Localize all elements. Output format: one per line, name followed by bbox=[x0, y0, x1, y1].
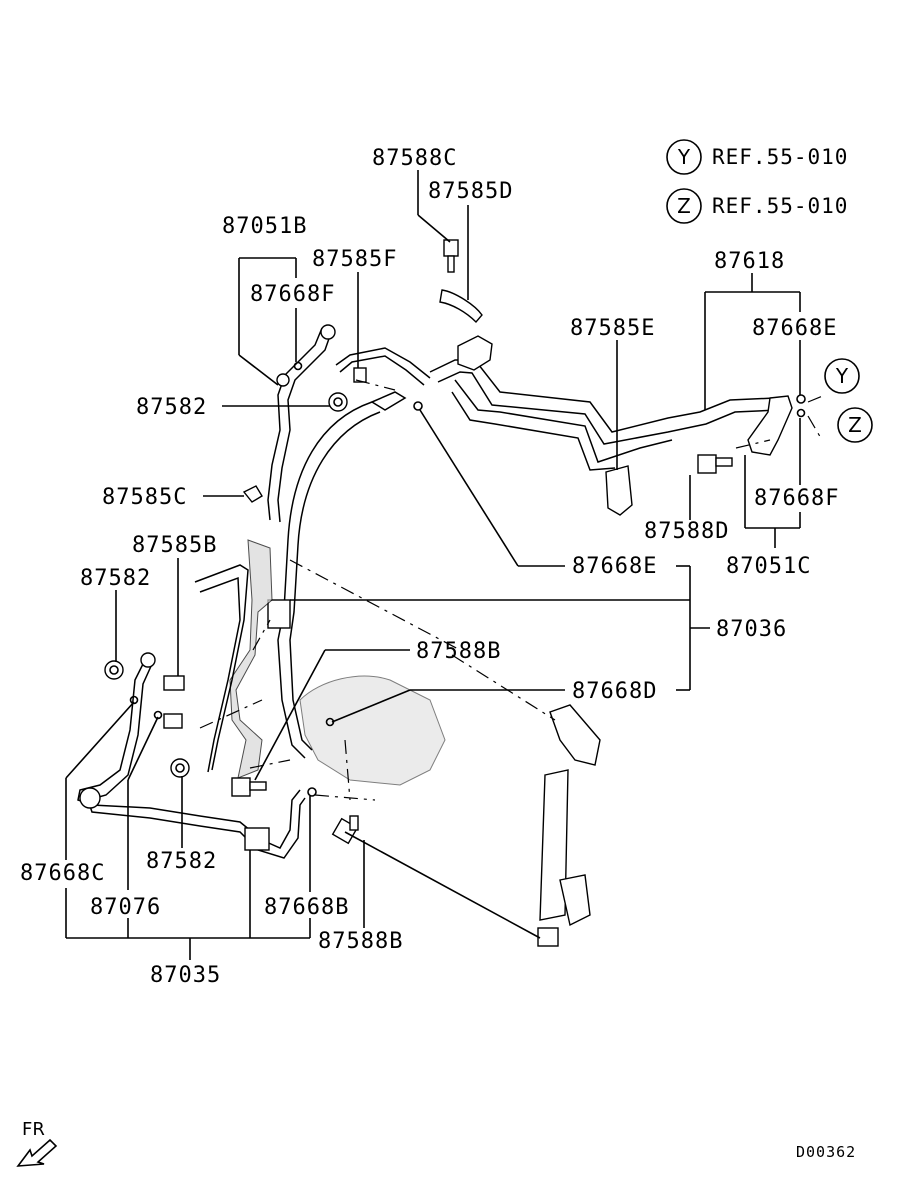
callout-z-circle bbox=[837, 407, 873, 443]
nut-87582-left bbox=[104, 660, 124, 680]
label-87036: 87036 bbox=[716, 617, 787, 642]
label-87585D: 87585D bbox=[428, 179, 513, 204]
label-87588B-mid: 87588B bbox=[416, 639, 501, 664]
label-87585F: 87585F bbox=[312, 247, 397, 272]
callout-y-circle bbox=[824, 358, 860, 394]
label-87582-bottom: 87582 bbox=[146, 849, 217, 874]
nut-87582-top bbox=[328, 392, 348, 412]
ref-y-circle bbox=[666, 139, 702, 175]
nut-87582-bottom bbox=[170, 758, 190, 778]
label-87585B: 87585B bbox=[132, 533, 217, 558]
label-87668D: 87668D bbox=[572, 679, 657, 704]
label-87582-left: 87582 bbox=[80, 566, 151, 591]
callout-y-letter: Y bbox=[835, 364, 849, 388]
label-87051B: 87051B bbox=[222, 214, 307, 239]
label-87618: 87618 bbox=[714, 249, 785, 274]
reference-legend: Y REF.55-010 Z REF.55-010 bbox=[666, 139, 848, 224]
hose-ferrule bbox=[267, 599, 291, 629]
bolt-87588B-mid bbox=[231, 777, 267, 797]
callout-z-letter: Z bbox=[848, 413, 862, 437]
label-87668E-mid: 87668E bbox=[572, 554, 657, 579]
leader-lines bbox=[65, 170, 801, 960]
ref-z-letter: Z bbox=[677, 194, 691, 218]
fr-direction: FR bbox=[16, 1119, 58, 1167]
fr-label: FR bbox=[22, 1119, 45, 1140]
label-87051C: 87051C bbox=[726, 554, 811, 579]
hose-artwork bbox=[77, 239, 826, 947]
label-87588B-bottom: 87588B bbox=[318, 929, 403, 954]
switch-87076 bbox=[163, 713, 183, 729]
ref-y-letter: Y bbox=[677, 145, 691, 169]
label-87668F-right: 87668F bbox=[754, 486, 839, 511]
label-87588D: 87588D bbox=[644, 519, 729, 544]
label-87585C: 87585C bbox=[102, 485, 187, 510]
bolt-87588D bbox=[697, 454, 733, 474]
bolt-87588B-bottom bbox=[331, 815, 359, 845]
part-labels: 87588C 87585D 87051B 87585F 87668F 87582… bbox=[20, 146, 839, 988]
clip-87585B bbox=[163, 675, 185, 691]
label-87585E: 87585E bbox=[570, 316, 655, 341]
label-87668B: 87668B bbox=[264, 895, 349, 920]
label-87582-top: 87582 bbox=[136, 395, 207, 420]
label-87035: 87035 bbox=[150, 963, 221, 988]
fr-arrow-icon bbox=[16, 1138, 58, 1167]
bracket-87585E bbox=[605, 465, 633, 516]
drawing-id: D00362 bbox=[796, 1143, 856, 1161]
ref-z-text: REF.55-010 bbox=[712, 194, 848, 218]
bolt-87588C bbox=[443, 239, 459, 273]
label-87588C: 87588C bbox=[372, 146, 457, 171]
label-87668C: 87668C bbox=[20, 861, 105, 886]
ref-z-circle bbox=[666, 188, 702, 224]
label-87668E-right: 87668E bbox=[752, 316, 837, 341]
ref-y-text: REF.55-010 bbox=[712, 145, 848, 169]
label-87076: 87076 bbox=[90, 895, 161, 920]
label-87668F-top: 87668F bbox=[250, 282, 335, 307]
